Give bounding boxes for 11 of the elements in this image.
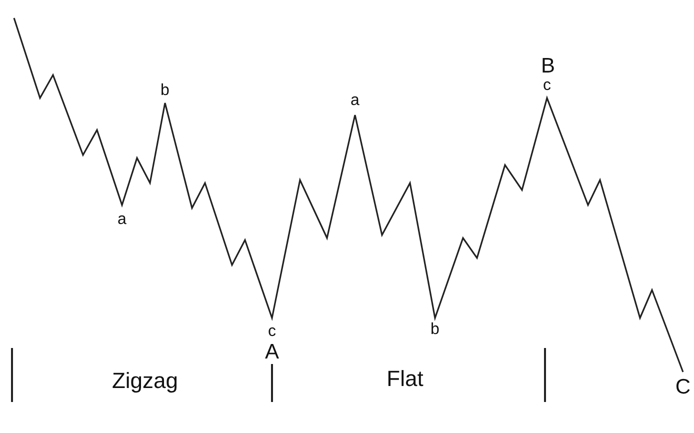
- wave-label: c: [268, 324, 276, 340]
- wave-label: a: [118, 212, 126, 228]
- wave-label: B: [541, 56, 555, 76]
- wave-label: a: [350, 93, 360, 109]
- section-label: Zigzag: [112, 370, 178, 392]
- wave-label: b: [430, 322, 440, 338]
- wave-label: C: [675, 376, 691, 398]
- wave-label: c: [543, 78, 551, 94]
- wave-label: A: [265, 342, 279, 362]
- wave-label: b: [160, 83, 170, 99]
- section-label: Flat: [386, 368, 424, 390]
